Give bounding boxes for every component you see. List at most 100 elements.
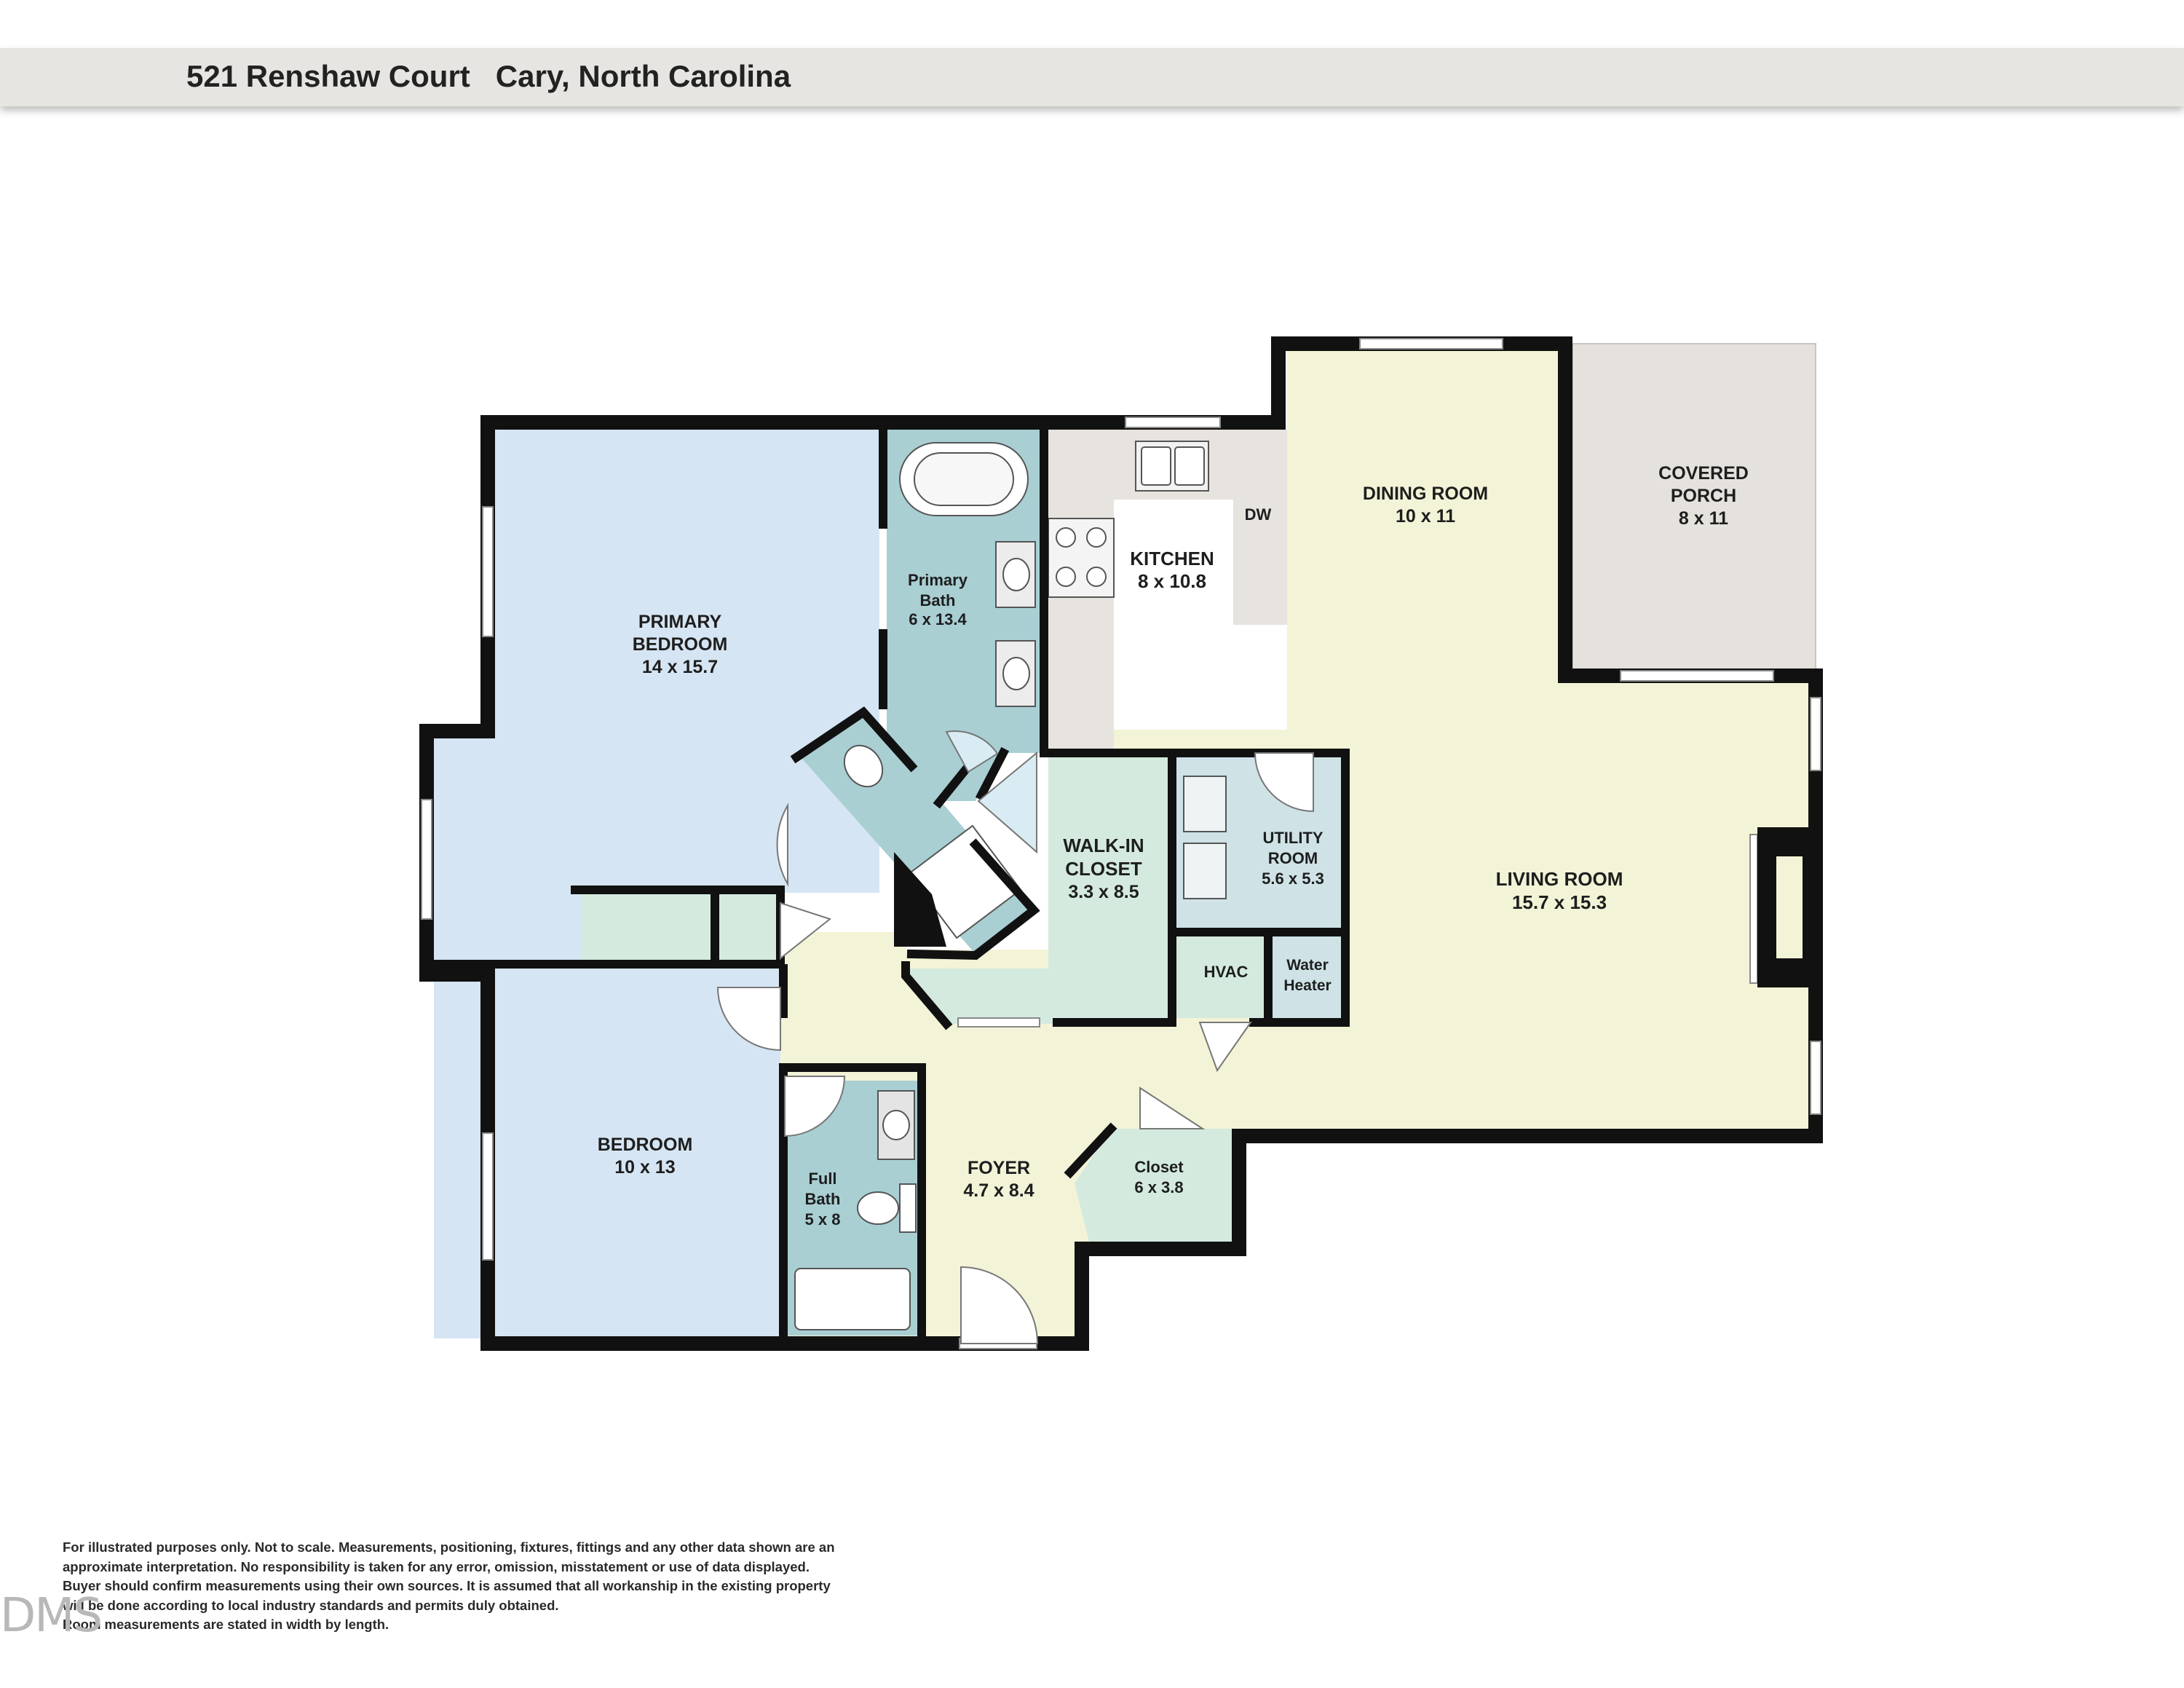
door-swing <box>776 802 788 887</box>
exterior-wall <box>419 336 1823 1351</box>
toilet-icon <box>857 1191 899 1225</box>
water-heater-name-2: Heater <box>1283 977 1331 994</box>
covered-porch-dims: 8 x 11 <box>1679 508 1728 529</box>
foyer-dims: 4.7 x 8.4 <box>963 1180 1034 1201</box>
primary-bath-name-1: Primary <box>908 571 968 589</box>
window <box>1359 338 1503 350</box>
disclaimer-line: approximate interpretation. No responsib… <box>63 1558 810 1574</box>
fixtures <box>794 441 1758 1330</box>
disclaimer-line: Buyer should confirm measurements using … <box>63 1578 831 1593</box>
windows <box>421 338 1821 1349</box>
door-swing <box>977 751 1037 854</box>
window <box>1125 417 1221 428</box>
sink-icon <box>882 1110 910 1140</box>
full-bath-name-1: Full <box>808 1170 836 1188</box>
utility-room-name-2: ROOM <box>1268 849 1318 867</box>
sink-basin-left <box>1141 446 1171 486</box>
water-heater-fill <box>1273 934 1342 1018</box>
door-swing <box>945 730 999 773</box>
bathtub <box>794 1268 911 1330</box>
primary-bedroom-name-1: PRIMARY <box>638 612 722 632</box>
structural-column <box>894 852 946 947</box>
kitchen-dims: 8 x 10.8 <box>1138 570 1206 592</box>
window <box>1620 670 1774 682</box>
full-bath-dims: 5 x 8 <box>805 1210 841 1228</box>
watermark-logo: DMS <box>0 1589 103 1643</box>
walk-in-shelf-fill <box>906 969 1057 1024</box>
kitchen-island-fill <box>1233 500 1287 625</box>
hvac-fill <box>1176 934 1265 1018</box>
burner-icon <box>1056 527 1076 548</box>
primary-bedroom-dims: 14 x 15.7 <box>642 657 718 677</box>
covered-porch-fill <box>1572 343 1816 671</box>
water-heater-name-1: Water <box>1286 957 1329 974</box>
door-swing <box>784 1076 846 1137</box>
window <box>1810 1041 1821 1115</box>
door-swings <box>716 730 1314 1344</box>
walk-in-closet-fill <box>1048 753 1168 1018</box>
sink-icon <box>1002 558 1030 591</box>
window <box>1810 697 1821 771</box>
entry-closet-fill <box>1075 1129 1232 1242</box>
living-room-name: LIVING ROOM <box>1496 868 1623 890</box>
disclaimer-line: For illustrated purposes only. Not to sc… <box>63 1539 835 1555</box>
closet-name: Closet <box>1134 1158 1184 1176</box>
burner-icon <box>1056 567 1076 587</box>
toilet-tank <box>899 1183 917 1233</box>
walk-in-closet-dims: 3.3 x 8.5 <box>1068 882 1139 902</box>
disclaimer: For illustrated purposes only. Not to sc… <box>63 1538 878 1635</box>
dishwasher-label: DW <box>1245 505 1272 524</box>
interior-wall <box>430 425 1350 1343</box>
header-band <box>0 48 2184 106</box>
disclaimer-line: will be done according to local industry… <box>63 1597 559 1613</box>
window <box>482 506 494 637</box>
disclaimer-line: Room measurements are stated in width by… <box>63 1617 389 1632</box>
walk-in-closet-name-2: CLOSET <box>1065 858 1142 880</box>
sink-basin-right <box>1174 446 1205 486</box>
fireplace-opening <box>1776 856 1803 958</box>
dining-room-name: DINING ROOM <box>1363 484 1488 504</box>
primary-bath-dims: 6 x 13.4 <box>909 610 967 628</box>
walk-in-closet-name-1: WALK-IN <box>1063 835 1144 856</box>
living-room-dims: 15.7 x 15.3 <box>1512 891 1607 913</box>
door-swing <box>716 987 781 1052</box>
washer <box>1183 776 1227 832</box>
page-title: 521 Renshaw Court Cary, North Carolina <box>186 59 791 93</box>
walls <box>419 336 1823 1351</box>
covered-porch-name-2: PORCH <box>1671 486 1736 506</box>
burner-icon <box>1086 527 1107 548</box>
window <box>957 1017 1040 1028</box>
window <box>421 799 432 920</box>
dining-room-dims: 10 x 11 <box>1396 506 1455 526</box>
bedroom-dims: 10 x 13 <box>614 1157 675 1178</box>
bedroom-closet-fill <box>581 893 779 961</box>
closet-dims: 6 x 3.8 <box>1134 1178 1183 1196</box>
foyer-name: FOYER <box>968 1158 1030 1178</box>
window <box>482 1132 494 1261</box>
covered-porch-name-1: COVERED <box>1658 463 1749 484</box>
utility-room-dims: 5.6 x 5.3 <box>1262 869 1324 888</box>
hvac-label: HVAC <box>1204 963 1249 981</box>
wc-wall <box>790 706 1040 961</box>
range <box>1048 518 1115 598</box>
kitchen-name: KITCHEN <box>1130 548 1214 569</box>
door-swing <box>1198 1022 1252 1073</box>
dryer <box>1183 843 1227 899</box>
primary-bedroom-name-2: BEDROOM <box>633 634 728 655</box>
burner-icon <box>1086 567 1107 587</box>
fireplace-hearth <box>1749 834 1758 984</box>
bedroom-name: BEDROOM <box>598 1135 693 1155</box>
door-swing <box>780 902 832 961</box>
bathtub-basin <box>914 452 1014 506</box>
door-swing <box>960 1266 1039 1344</box>
primary-bedroom-fill <box>434 430 879 961</box>
sink-icon <box>1002 657 1030 690</box>
toilet-icon <box>843 744 884 788</box>
door-swing <box>1139 1086 1206 1129</box>
room-labels: PRIMARY BEDROOM 14 x 15.7 Primary Bath 6… <box>598 463 1749 1228</box>
door-swing <box>1254 752 1314 813</box>
utility-room-name-1: UTILITY <box>1262 829 1323 847</box>
primary-bath-fill <box>887 430 1040 801</box>
primary-bath-name-2: Bath <box>920 591 956 610</box>
